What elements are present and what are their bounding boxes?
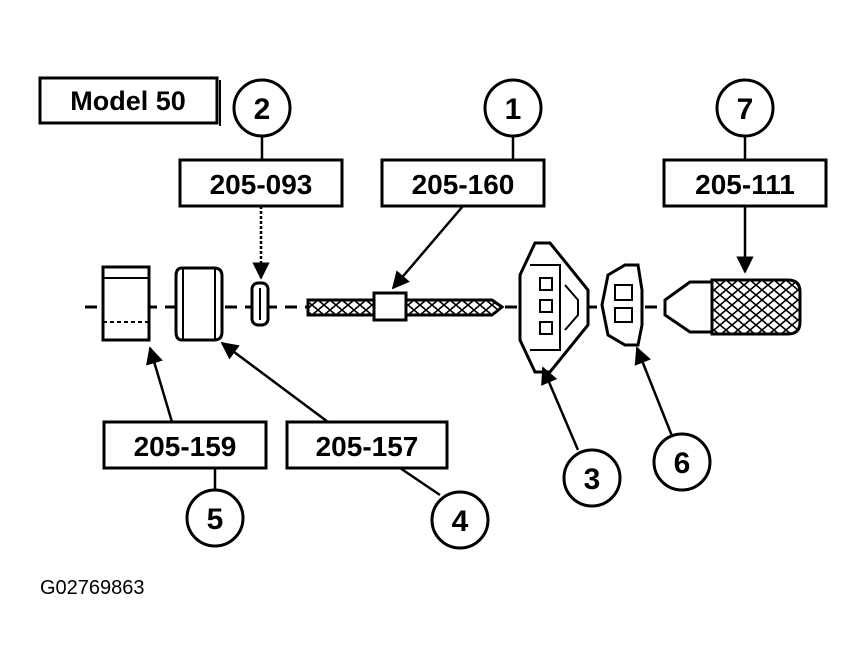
callout-3: 3	[541, 366, 622, 508]
callout-1-number: 1	[505, 93, 522, 126]
callout-6-number: 6	[674, 447, 691, 480]
callout-7-part-number: 205-111	[695, 169, 795, 200]
part-cap	[101, 265, 151, 342]
figure-id: G02769863	[40, 577, 145, 599]
part-pin	[250, 281, 270, 327]
part-threaded-stud	[306, 291, 505, 322]
callout-4: 205-157 4	[220, 341, 490, 550]
part-large-knob	[518, 241, 590, 374]
callout-2: 2 205-093	[178, 78, 344, 280]
callout-1: 1 205-160	[380, 78, 546, 290]
callout-7-number: 7	[737, 93, 754, 126]
callout-4-number: 4	[452, 505, 469, 538]
callout-2-part-number: 205-093	[210, 169, 313, 200]
callout-5-number: 5	[207, 503, 224, 536]
callout-5-part-number: 205-159	[134, 431, 237, 462]
part-knurled-handle	[663, 278, 802, 336]
callout-6: 6	[634, 346, 712, 492]
part-bushing	[174, 266, 224, 342]
callout-5: 205-159 5	[102, 346, 268, 548]
callout-7: 7 205-111	[662, 78, 828, 274]
callout-2-number: 2	[254, 93, 271, 126]
part-small-knob	[600, 263, 644, 347]
callout-1-part-number: 205-160	[412, 169, 515, 200]
model-label: Model 50	[38, 76, 221, 126]
callout-4-part-number: 205-157	[316, 431, 419, 462]
model-label-text: Model 50	[70, 86, 186, 116]
callout-3-number: 3	[584, 463, 601, 496]
